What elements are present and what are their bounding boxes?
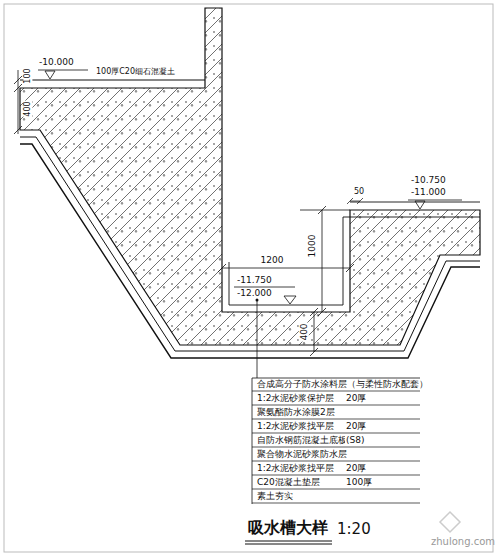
drawing-title: 吸水槽大样 [247,519,329,537]
dimension: 400 [23,100,32,117]
watermark: zhulong.com [430,536,496,548]
table-rule [252,461,420,462]
table-rule [252,475,420,476]
layer-thickness: (S8) [345,435,365,445]
layer-note: 100厚C20细石混凝土 [95,67,176,76]
layer-note: 自防水钢筋混凝土底板 [256,435,348,445]
table-rule [252,447,420,448]
layer-note: 1:2水泥砂浆保护层 [256,393,335,403]
layer-thickness: 100厚 [345,477,373,487]
table-rule [252,503,420,504]
layer-thickness: 20厚 [345,393,367,403]
table-rule [252,419,420,420]
layer-note: 1:2水泥砂浆找平层 [256,421,335,431]
dimension: 1000 [307,234,317,259]
layer-note: 1:2水泥砂浆找平层 [256,463,335,473]
table-rule [252,489,420,490]
dimension: 400 [299,322,309,341]
elevation: -11.000 [410,187,447,197]
dimension: 50 [353,187,365,196]
table-rule [252,405,420,406]
layer-note: 素土夯实 [256,491,294,501]
layer-thickness: 20厚 [345,463,367,473]
layer-note: 聚氨酯防水涂膜2层 [256,407,336,417]
dimension: 100 [23,67,32,84]
layer-thickness: 20厚 [345,421,367,431]
drawing-scale: 1:20 [336,521,372,538]
elevation: -10.000 [38,57,75,67]
elevation: -11.750 [236,275,273,285]
table-rule [252,433,420,434]
dimension: 1200 [260,255,285,265]
layer-note: 聚合物水泥砂浆防水层 [256,449,348,459]
elevation: -12.000 [236,288,273,298]
table-rule [252,391,420,392]
layer-note: 合成高分子防水涂料层（与柔性防水配套） [256,379,429,389]
elevation: -10.750 [410,175,447,185]
layer-note: C20混凝土垫层 [256,477,321,487]
